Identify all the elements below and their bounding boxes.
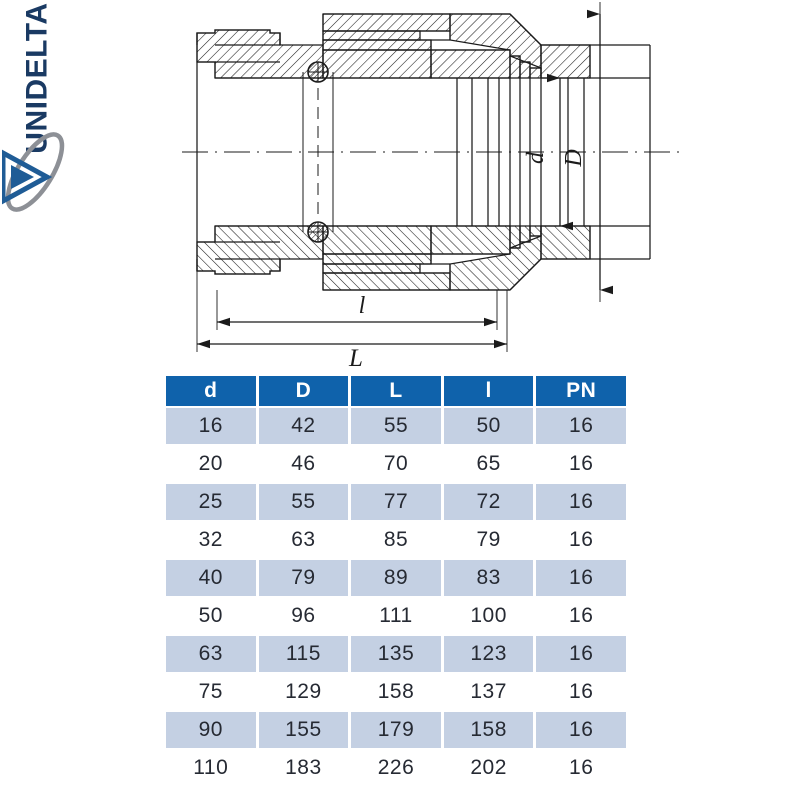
table-cell-l: 83 [443, 560, 534, 596]
dimension-label-D: D [561, 149, 587, 167]
table-cell-D: 96 [258, 598, 349, 634]
table-cell-L: 158 [351, 674, 441, 710]
fitting-right-taper-lower [449, 225, 591, 291]
oring-lower [307, 221, 329, 243]
brand-logo: UNIDELTA [0, 0, 120, 225]
table-cell-PN: 16 [536, 408, 626, 444]
table-cell-PN: 16 [536, 598, 626, 634]
table-cell-l: 202 [443, 750, 534, 786]
fitting-left-nut-upper [196, 29, 324, 79]
fitting-collar-upper [322, 13, 451, 79]
table-cell-l: 50 [443, 408, 534, 444]
table-cell-D: 115 [258, 636, 349, 672]
dimension-L [196, 271, 508, 352]
table-cell-D: 55 [258, 484, 349, 520]
fitting-left-nut-lower [196, 225, 324, 275]
table-cell-d: 75 [166, 674, 256, 710]
table-cell-PN: 16 [536, 484, 626, 520]
table-cell-D: 79 [258, 560, 349, 596]
table-cell-D: 63 [258, 522, 349, 558]
dimension-label-l: l [359, 293, 366, 319]
table-header-row: d D L l PN [166, 376, 626, 406]
oring-upper [307, 61, 329, 83]
table-cell-d: 50 [166, 598, 256, 634]
table-cell-D: 183 [258, 750, 349, 786]
table-cell-D: 42 [258, 408, 349, 444]
fitting-right-taper-upper [449, 13, 591, 79]
dimension-d [540, 73, 573, 231]
table-cell-d: 25 [166, 484, 256, 520]
table-header-D: D [258, 376, 349, 406]
table-cell-PN: 16 [536, 750, 626, 786]
table-cell-PN: 16 [536, 446, 626, 482]
table-cell-L: 179 [351, 712, 441, 748]
table-cell-PN: 16 [536, 522, 626, 558]
table-cell-d: 90 [166, 712, 256, 748]
table-cell-PN: 16 [536, 560, 626, 596]
table-cell-L: 89 [351, 560, 441, 596]
dimension-label-d: d [523, 151, 549, 164]
table-cell-L: 226 [351, 750, 441, 786]
table-cell-d: 63 [166, 636, 256, 672]
table-cell-l: 100 [443, 598, 534, 634]
table-cell-l: 72 [443, 484, 534, 520]
table-cell-d: 40 [166, 560, 256, 596]
table-cell-PN: 16 [536, 712, 626, 748]
table-cell-L: 70 [351, 446, 441, 482]
table-cell-d: 110 [166, 750, 256, 786]
table-header-PN: PN [536, 376, 626, 406]
dimension-l [216, 290, 498, 330]
dimension-label-L: L [348, 345, 363, 366]
table-cell-d: 32 [166, 522, 256, 558]
table-cell-L: 55 [351, 408, 441, 444]
table-cell-l: 137 [443, 674, 534, 710]
table-cell-L: 77 [351, 484, 441, 520]
table-cell-l: 158 [443, 712, 534, 748]
table-cell-L: 111 [351, 598, 441, 634]
technical-drawing: d D l L [182, 2, 680, 366]
table-header-L: L [351, 376, 441, 406]
table-cell-D: 46 [258, 446, 349, 482]
table-cell-l: 123 [443, 636, 534, 672]
table-cell-d: 16 [166, 408, 256, 444]
table-cell-PN: 16 [536, 674, 626, 710]
table-cell-L: 85 [351, 522, 441, 558]
table-cell-L: 135 [351, 636, 441, 672]
table-cell-D: 129 [258, 674, 349, 710]
table-header-l: l [443, 376, 534, 406]
table-cell-d: 20 [166, 446, 256, 482]
brand-mark-icon [2, 132, 65, 212]
table-cell-PN: 16 [536, 636, 626, 672]
table-header-d: d [166, 376, 256, 406]
table-cell-l: 79 [443, 522, 534, 558]
dimension-D [587, 2, 613, 302]
table-cell-D: 155 [258, 712, 349, 748]
table-cell-l: 65 [443, 446, 534, 482]
